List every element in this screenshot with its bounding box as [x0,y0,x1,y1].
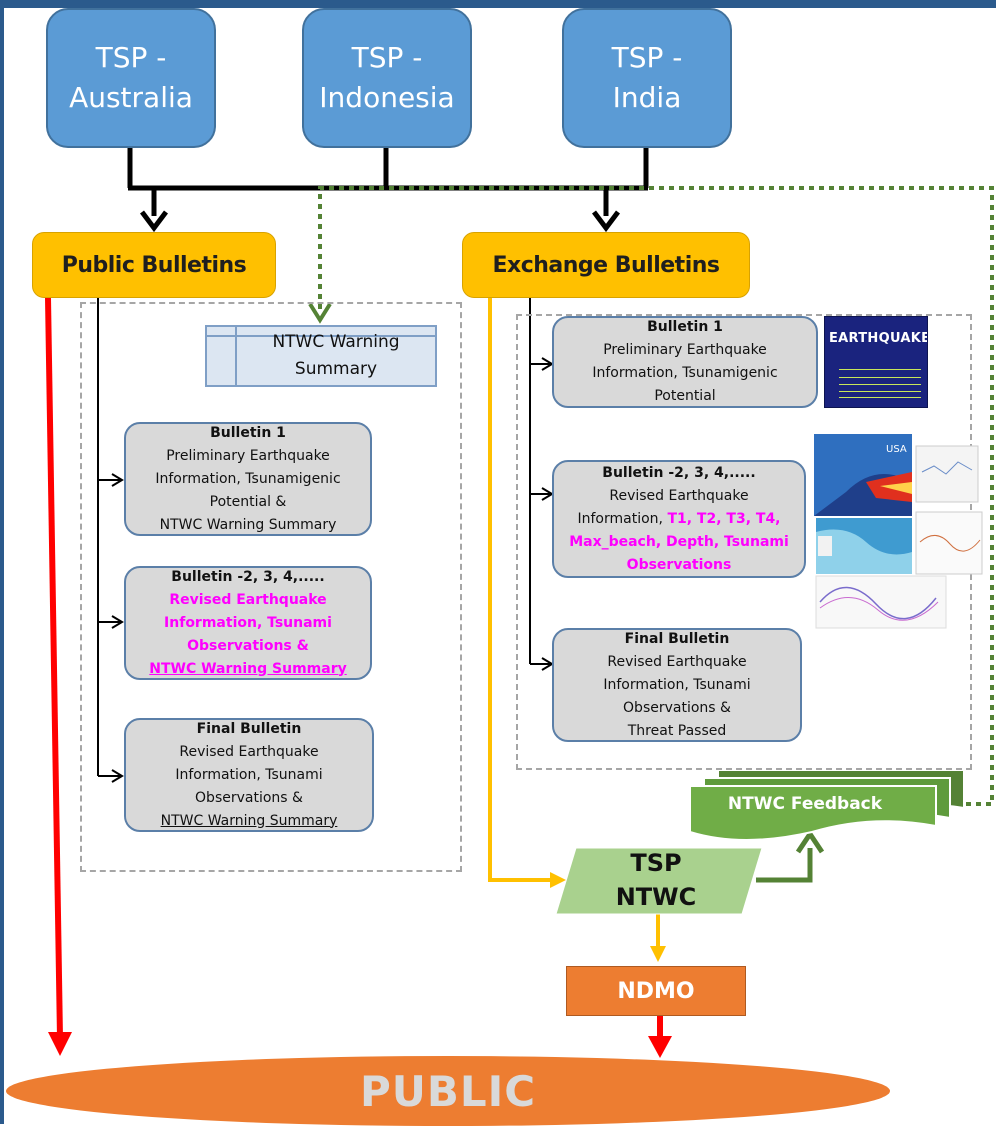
tsunami-model-images: USA [814,434,983,629]
public-bulletin-1: Bulletin 1 Preliminary Earthquake Inform… [124,422,372,536]
exchange-bulletins-header: Exchange Bulletins [462,232,750,298]
red-arrow-public [45,297,63,1039]
bulletin-line: Revised Earthquake [607,653,747,670]
bulletin-line: Revised Earthquake [179,743,319,760]
bulletin-title: Bulletin -2, 3, 4,..... [602,464,756,481]
provider-label-line1: TSP - [611,41,683,74]
bulletin-title: Bulletin 1 [210,424,286,441]
provider-label-line2: Australia [69,81,193,114]
usa-map-label: USA [886,444,907,455]
bulletin-line: Potential [654,388,716,404]
summary-line1: NTWC Warning [272,332,400,352]
tsp-ntwc-line2: NTWC [615,883,697,911]
left-frame-bar [0,0,4,1124]
public-ellipse: PUBLIC [6,1056,890,1126]
bulletin-line: Observations & [623,699,731,716]
exchange-bulletin-2: Bulletin -2, 3, 4,..... Revised Earthqua… [552,460,806,578]
provider-indonesia: TSP - Indonesia [302,8,472,148]
public-bulletin-final: Final Bulletin Revised Earthquake Inform… [124,718,374,832]
yellow-arrow-to-ntwc [488,298,556,882]
earthquake-seismogram-image: EARTHQUAKE [824,316,928,408]
public-bulletins-header: Public Bulletins [32,232,276,298]
bulletin-line: NTWC Warning Summary [160,812,338,829]
exchange-list-connector [529,298,550,665]
bulletin-line: Preliminary Earthquake [166,447,330,464]
bulletin-line: Information, Tsunamigenic [155,470,341,487]
bulletin-line-highlight: T1, T2, T3, T4, [667,510,781,527]
bulletin-line: Threat Passed [627,722,727,739]
provider-india: TSP - India [562,8,732,148]
tsp-ntwc-shape [555,847,763,915]
tsp-ntwc: TSP NTWC [566,846,746,914]
tsp-ntwc-line1: TSP [630,849,682,877]
bulletin-line: Information, Tsunami [164,614,332,631]
ndmo-box: NDMO [566,966,746,1016]
provider-label-line2: Indonesia [319,81,455,114]
feedback-dotted-loop [318,186,994,806]
provider-tree [127,148,649,216]
bulletin-line: Revised Earthquake [169,591,327,608]
bulletin-title: Final Bulletin [196,720,302,737]
bulletin-line-mixed: Information, T1, T2, T3, T4, [554,508,804,531]
ntwc-feedback: NTWC Feedback [727,794,883,814]
provider-label-line1: TSP - [95,41,167,74]
summary-line2: Summary [294,359,378,379]
exchange-bulletin-final: Final Bulletin Revised Earthquake Inform… [552,628,802,742]
ntwc-warning-summary: NTWC Warning Summary [205,325,437,387]
provider-australia: TSP - Australia [46,8,216,148]
provider-label-line1: TSP - [351,41,423,74]
public-bulletin-2: Bulletin -2, 3, 4,..... Revised Earthqua… [124,566,372,680]
bulletin-line: Information, [577,510,663,527]
bulletin-line: Observations [626,556,732,573]
earthquake-thumbnail-label: EARTHQUAKE [829,331,928,346]
bulletin-title: Bulletin -2, 3, 4,..... [171,568,325,585]
bulletin-line: Observations & [187,637,309,654]
top-frame-bar [0,0,996,8]
bulletin-line: Potential & [209,493,287,510]
bulletin-line: Max_beach, Depth, Tsunami [569,533,789,550]
bulletin-line: Observations & [195,789,303,806]
bulletin-line: NTWC Warning Summary [149,660,347,677]
bulletin-line: Information, Tsunamigenic [592,365,778,381]
green-arrow-to-feedback [756,848,813,883]
arrow-to-ntwc-summary [308,302,332,324]
provider-label-line2: India [612,81,682,114]
arrow-to-public-bulletins [140,210,168,233]
public-bulletins-group [80,302,462,872]
bulletin-line: Revised Earthquake [609,487,749,504]
bulletin-line: NTWC Warning Summary [159,516,337,533]
arrow-to-exchange-bulletins [592,210,620,233]
feedback-shape [689,769,965,841]
bulletin-title: Bulletin 1 [647,319,723,335]
bulletin-title: Final Bulletin [624,630,730,647]
public-list-connector [97,298,120,777]
bulletin-line: Preliminary Earthquake [603,342,767,358]
exchange-bulletin-1: Bulletin 1 Preliminary Earthquake Inform… [552,316,818,408]
bulletin-line: Information, Tsunami [175,766,323,783]
bulletin-line: Information, Tsunami [603,676,751,693]
